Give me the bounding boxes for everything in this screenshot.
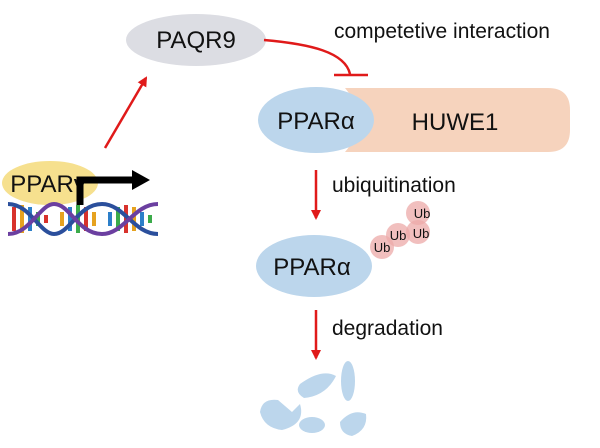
degraded-protein-fragments-icon xyxy=(260,361,367,436)
huwe1-label: HUWE1 xyxy=(412,109,499,136)
ub-label: Ub xyxy=(390,228,407,243)
degradation-label: degradation xyxy=(332,317,443,340)
ub-bead xyxy=(406,201,430,225)
ub-label: Ub xyxy=(374,240,391,255)
dna-helix-icon xyxy=(7,201,159,237)
paqr9-node: PAQR9 xyxy=(126,14,266,66)
ub-bead xyxy=(386,223,410,247)
ub-label: Ub xyxy=(413,226,430,241)
promoter-arrow-icon xyxy=(76,170,150,205)
competitive-interaction-label: competetive interaction xyxy=(334,20,550,43)
inhibition-arrow xyxy=(263,38,368,77)
ubiquitination-label: ubiquitination xyxy=(332,174,456,197)
ppara-top-node: PPARα xyxy=(258,87,374,153)
paqr9-label: PAQR9 xyxy=(156,27,236,54)
ub-label: Ub xyxy=(414,206,431,221)
ub-bead xyxy=(406,220,430,244)
ubiquitin-chain: Ub Ub Ub Ub xyxy=(370,201,430,259)
pparg-node: PPARγ xyxy=(2,161,98,205)
huwe1-node: HUWE1 xyxy=(345,88,570,152)
ppara-bottom-node: PPARα xyxy=(256,235,372,297)
pparg-label: PPARγ xyxy=(10,171,86,198)
ppara-top-label: PPARα xyxy=(277,108,355,135)
ppara-bottom-label: PPARα xyxy=(273,254,351,281)
induction-arrow xyxy=(103,76,148,149)
